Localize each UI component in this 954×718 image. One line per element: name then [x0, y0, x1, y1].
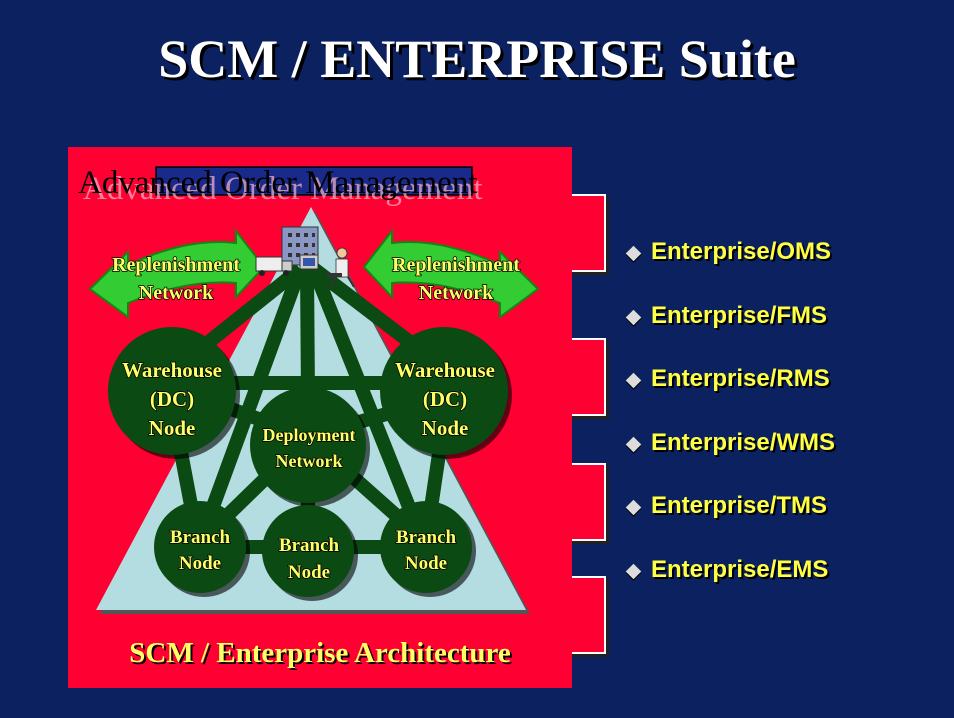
module-label: Enterprise/WMS: [651, 428, 836, 456]
diamond-bullet-icon: [625, 372, 642, 389]
aom-header-shadow: Advanced Order Management: [83, 171, 483, 207]
warehouse-left-line1: Warehouse: [122, 358, 222, 382]
link-top-branch-right: [307, 266, 430, 545]
module-label: Enterprise/FMS: [651, 301, 828, 329]
warehouse-right-line2: (DC): [423, 387, 467, 411]
diamond-bullet-icon: [625, 563, 642, 579]
panel-tab-4: [566, 576, 606, 654]
branch-center-line2: Node: [288, 562, 330, 583]
branch-right-line1: Branch: [396, 527, 457, 548]
warehouse-node-left: [108, 327, 236, 455]
module-item: Enterprise/FMS: [624, 302, 835, 366]
branch-left-line1: Branch: [170, 527, 231, 548]
architecture-diagram: Replenishment Network Replenishment Netw…: [88, 166, 540, 614]
module-item: Enterprise/TMS: [624, 492, 835, 556]
panel-tab-1: [566, 194, 606, 272]
replenishment-right-line2: Network: [419, 282, 494, 304]
computer-icon: [299, 254, 319, 270]
replenishment-arrow-right: [362, 228, 540, 319]
aom-header: Advanced Order Management: [78, 165, 478, 201]
branch-node-center: [262, 505, 354, 597]
module-item: Enterprise/RMS: [624, 365, 835, 429]
replenishment-left-line2: Network: [139, 282, 214, 304]
warehouse-right-line1: Warehouse: [395, 358, 495, 382]
module-item: Enterprise/OMS: [624, 238, 835, 302]
deployment-network-node: [250, 387, 366, 503]
module-label: Enterprise/TMS: [651, 492, 828, 519]
link-top-deployment: [300, 268, 315, 398]
replenishment-right-line1: Replenishment: [392, 254, 520, 276]
warehouse-node-right: [380, 327, 508, 455]
warehouse-right-line3: Node: [422, 416, 469, 440]
deployment-line2: Network: [276, 451, 343, 471]
warehouse-left-line3: Node: [149, 416, 196, 440]
deployment-line1: Deployment: [263, 425, 356, 445]
link-top-branch-left: [193, 266, 307, 545]
diamond-bullet-icon: [625, 245, 642, 262]
module-label: Enterprise/RMS: [651, 365, 830, 392]
page-title: SCM / ENTERPRISE Suite: [158, 29, 796, 89]
diamond-bullet-icon: [625, 436, 642, 452]
warehouse-left-line2: (DC): [150, 387, 194, 411]
module-item: Enterprise/WMS: [624, 429, 835, 493]
branch-node-left: [154, 501, 246, 593]
module-label: Enterprise/EMS: [651, 555, 829, 583]
aom-header-box: [155, 166, 473, 196]
branch-right-line2: Node: [405, 553, 447, 574]
person-icon: [326, 247, 355, 288]
branch-left-line2: Node: [179, 553, 221, 574]
module-list: Enterprise/OMS Enterprise/FMS Enterprise…: [624, 238, 835, 619]
architecture-footer: SCM / Enterprise Architecture: [129, 637, 511, 669]
diamond-bullet-icon: [625, 499, 642, 516]
replenishment-left-line1: Replenishment: [112, 254, 240, 276]
branch-node-right: [380, 501, 472, 593]
module-item: Enterprise/EMS: [624, 556, 835, 620]
panel-tab-2: [566, 338, 606, 416]
diamond-bullet-icon: [625, 309, 642, 325]
branch-center-line1: Branch: [279, 535, 340, 556]
module-label: Enterprise/OMS: [651, 238, 832, 265]
truck-icon: [255, 256, 293, 276]
panel-tab-3: [566, 463, 606, 541]
